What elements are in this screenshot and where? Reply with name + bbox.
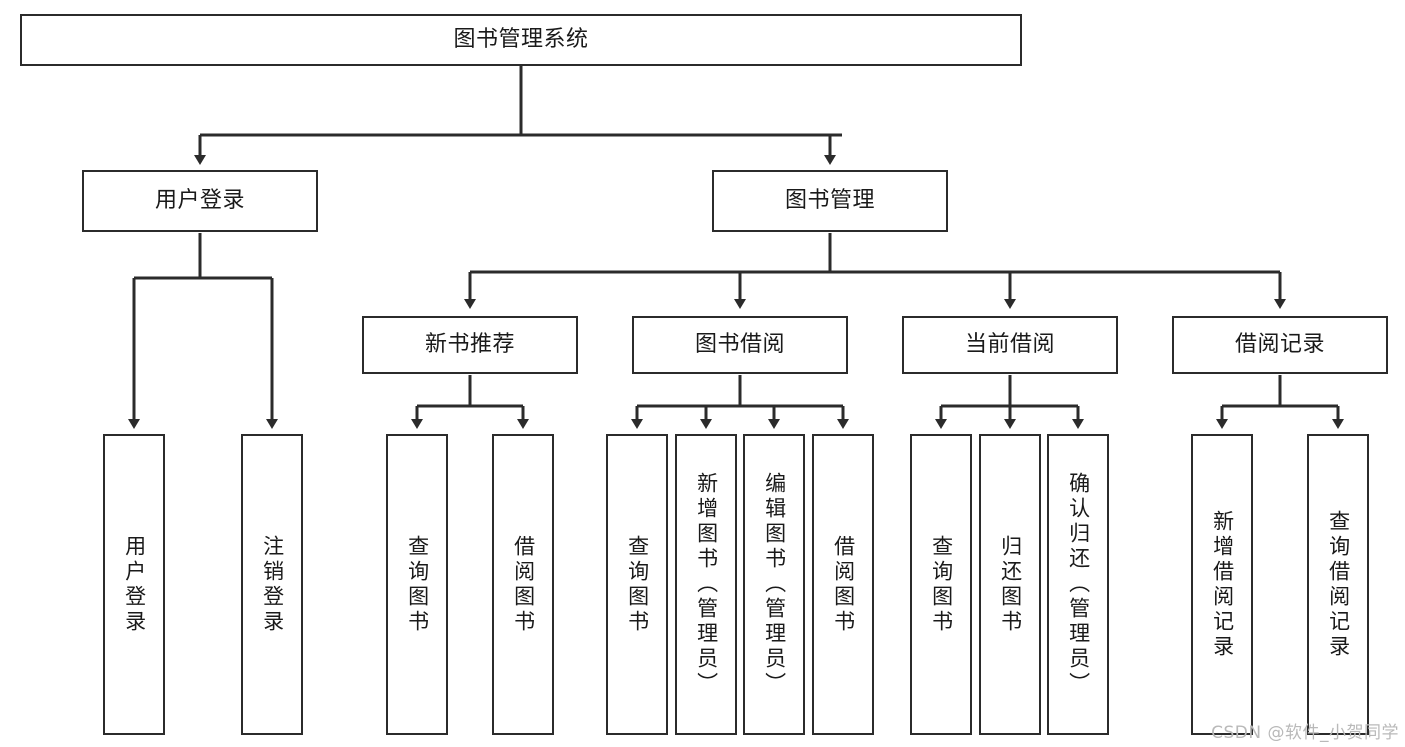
node-root[interactable]: 图书管理系统 [20,14,1022,66]
node-leaf-query-book-1-label: 查询图书 [405,534,430,635]
node-leaf-edit-book[interactable]: 编辑图书（管理员） [743,434,805,735]
node-book-borrow[interactable]: 图书借阅 [632,316,848,374]
node-current-borrow-label: 当前借阅 [964,332,1055,358]
node-leaf-add-record-label: 新增借阅记录 [1210,509,1235,660]
node-leaf-user-login-label: 用户登录 [122,534,147,635]
node-leaf-return-book[interactable]: 归还图书 [979,434,1041,735]
node-leaf-edit-book-label: 编辑图书（管理员） [762,472,787,697]
node-leaf-query-record[interactable]: 查询借阅记录 [1307,434,1369,735]
node-leaf-confirm-return-label: 确认归还（管理员） [1066,472,1091,697]
node-leaf-return-book-label: 归还图书 [998,534,1023,635]
node-leaf-query-book-3-label: 查询图书 [929,534,954,635]
node-leaf-logout-login-label: 注销登录 [260,534,285,635]
node-borrow-record[interactable]: 借阅记录 [1172,316,1388,374]
node-leaf-borrow-book-1-label: 借阅图书 [511,534,536,635]
node-leaf-borrow-book-1[interactable]: 借阅图书 [492,434,554,735]
node-leaf-query-record-label: 查询借阅记录 [1326,509,1351,660]
node-leaf-add-book[interactable]: 新增图书（管理员） [675,434,737,735]
node-leaf-user-login[interactable]: 用户登录 [103,434,165,735]
node-leaf-query-book-3[interactable]: 查询图书 [910,434,972,735]
node-borrow-record-label: 借阅记录 [1234,332,1325,358]
node-book-management[interactable]: 图书管理 [712,170,948,232]
node-leaf-add-book-label: 新增图书（管理员） [694,472,719,697]
node-leaf-query-book-2-label: 查询图书 [625,534,650,635]
node-book-borrow-label: 图书借阅 [694,332,785,358]
watermark-text: CSDN @软件_小贺同学 [1211,723,1399,743]
node-user-login[interactable]: 用户登录 [82,170,318,232]
node-root-label: 图书管理系统 [453,27,589,53]
node-new-book-recommend[interactable]: 新书推荐 [362,316,578,374]
node-current-borrow[interactable]: 当前借阅 [902,316,1118,374]
node-book-management-label: 图书管理 [784,188,875,214]
node-new-book-recommend-label: 新书推荐 [424,332,515,358]
node-leaf-add-record[interactable]: 新增借阅记录 [1191,434,1253,735]
node-leaf-query-book-2[interactable]: 查询图书 [606,434,668,735]
node-user-login-label: 用户登录 [154,188,245,214]
node-leaf-confirm-return[interactable]: 确认归还（管理员） [1047,434,1109,735]
node-leaf-logout-login[interactable]: 注销登录 [241,434,303,735]
node-leaf-borrow-book-2[interactable]: 借阅图书 [812,434,874,735]
node-leaf-query-book-1[interactable]: 查询图书 [386,434,448,735]
node-leaf-borrow-book-2-label: 借阅图书 [831,534,856,635]
